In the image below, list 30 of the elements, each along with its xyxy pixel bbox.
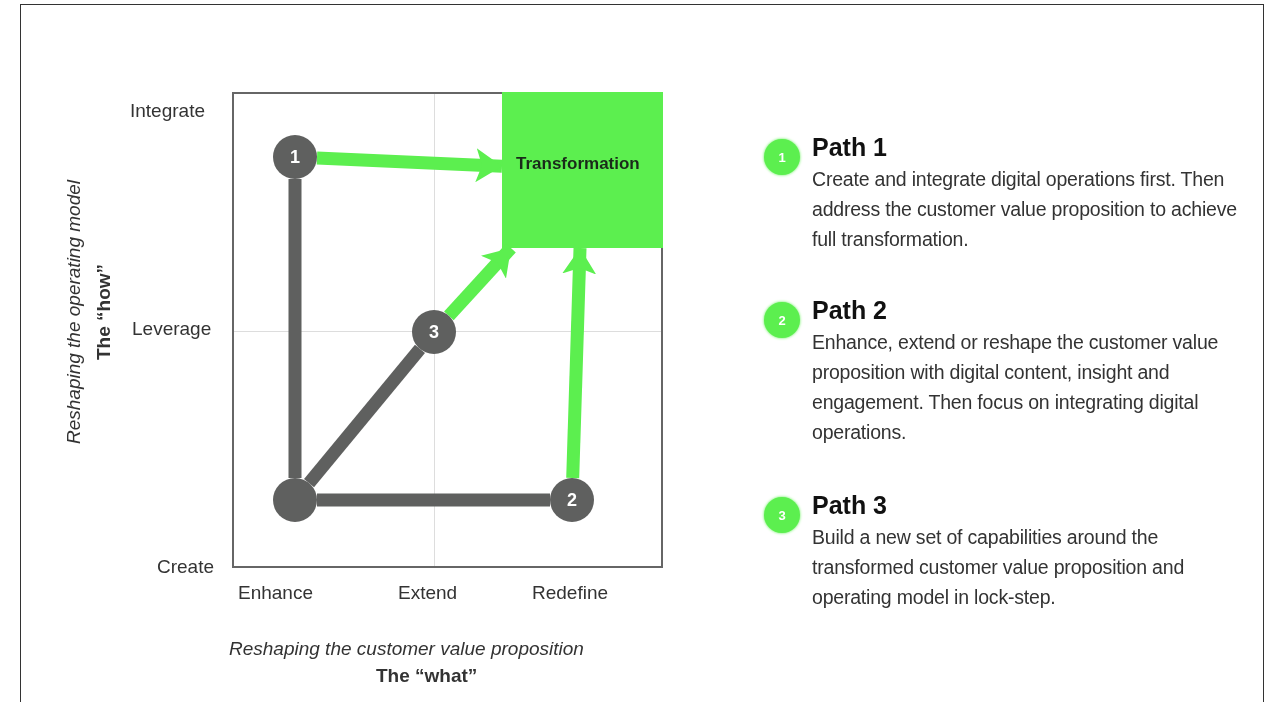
axis-title: The “how” xyxy=(93,263,115,361)
connector-bar xyxy=(304,344,425,488)
connector-bar xyxy=(288,179,302,478)
path-node xyxy=(273,478,317,522)
axis-label: Redefine xyxy=(532,582,609,604)
axis-label: Create xyxy=(157,556,215,578)
path-description: Build a new set of capabilities around the transformed customer value proposition and operating model in lock-step. xyxy=(812,525,1186,610)
path-node: 1 xyxy=(273,135,317,179)
number-badge: 3 xyxy=(764,497,800,533)
number-badge: 2 xyxy=(764,302,800,338)
transformation-box xyxy=(502,92,663,248)
path-description: Enhance, extend or reshape the customer value proposition with digital content, insight and engagement. Then focus on integrating digital operations. xyxy=(812,330,1220,445)
arrow xyxy=(316,148,503,183)
axis-title: Reshaping the customer value proposition xyxy=(229,638,584,660)
arrow xyxy=(562,247,597,479)
axis-title: The “what” xyxy=(376,665,478,687)
path-description: Create and integrate digital operations first. Then address the customer value proposition to achieve full transformation. xyxy=(812,167,1238,252)
path-node: 2 xyxy=(550,478,594,522)
path-node: 3 xyxy=(412,310,456,354)
axis-label: Enhance xyxy=(238,582,313,604)
path-heading: Path 2 xyxy=(812,296,888,325)
axis-label: Extend xyxy=(398,582,458,604)
path-heading: Path 1 xyxy=(812,133,888,162)
axis-label: Leverage xyxy=(132,318,212,340)
connector-bar xyxy=(317,493,550,507)
axis-title: Reshaping the operating model xyxy=(63,179,85,445)
number-badge: 1 xyxy=(764,139,800,175)
axis-label: Integrate xyxy=(130,100,205,122)
box-title: Transformation xyxy=(516,154,640,174)
path-heading: Path 3 xyxy=(812,491,888,520)
